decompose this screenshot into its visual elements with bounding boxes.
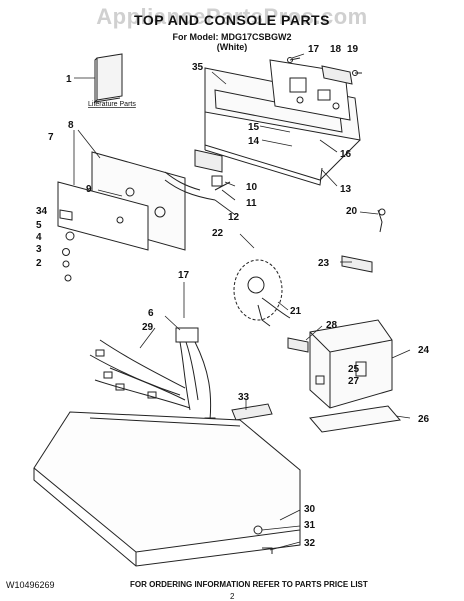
callout-22: 22 xyxy=(212,228,224,239)
callout-24: 24 xyxy=(418,345,430,356)
callout-26: 26 xyxy=(418,414,430,425)
callout-12: 12 xyxy=(228,212,240,223)
callout-6: 6 xyxy=(148,308,154,319)
callout-13: 13 xyxy=(340,184,352,195)
console-front-panel xyxy=(57,151,186,251)
callout-2: 2 xyxy=(36,258,42,269)
callout-17b: 17 xyxy=(178,270,190,281)
callout-7: 7 xyxy=(48,132,54,143)
wire-harness xyxy=(89,327,216,427)
callout-18: 18 xyxy=(330,44,342,55)
color-line: (White) xyxy=(216,42,248,52)
callout-32: 32 xyxy=(304,538,316,549)
callout-4: 4 xyxy=(36,232,42,243)
callout-34: 34 xyxy=(36,206,48,217)
callout-11: 11 xyxy=(246,198,257,209)
switch-group xyxy=(233,259,291,327)
control-cabinet xyxy=(309,319,393,409)
watermark: AppliancePartsPros.com xyxy=(96,4,368,29)
document-number: W10496269 xyxy=(6,580,55,590)
dryer-top xyxy=(33,411,301,567)
callout-20: 20 xyxy=(346,206,358,217)
literature-label: Literature Parts xyxy=(88,101,136,108)
callout-28: 28 xyxy=(326,320,338,331)
callout-labels: 1 2 3 4 5 6 7 8 9 10 11 12 13 14 15 16 1… xyxy=(36,44,430,549)
control-board xyxy=(287,209,383,353)
callout-29: 29 xyxy=(142,322,154,333)
callout-9: 9 xyxy=(86,184,92,195)
callout-10: 10 xyxy=(246,182,258,193)
callout-33: 33 xyxy=(238,392,250,403)
bracket-and-screw xyxy=(287,57,362,85)
callout-30: 30 xyxy=(304,504,316,515)
callout-35: 35 xyxy=(192,62,204,73)
leader-lines xyxy=(73,53,411,551)
callout-1: 1 xyxy=(66,74,72,85)
callout-31: 31 xyxy=(304,520,316,531)
callout-15: 15 xyxy=(248,122,260,133)
page-number: 2 xyxy=(230,592,235,601)
callout-27: 27 xyxy=(348,376,360,387)
page-title: TOP AND CONSOLE PARTS xyxy=(134,12,330,28)
model-line: For Model: MDG17CSBGW2 xyxy=(172,32,292,42)
callout-8: 8 xyxy=(68,120,74,131)
callout-25: 25 xyxy=(348,364,360,375)
callout-14: 14 xyxy=(248,136,260,147)
literature-booklet: Literature Parts xyxy=(88,53,136,108)
callout-3: 3 xyxy=(36,244,42,255)
mounting-plates xyxy=(231,403,401,433)
knob-parts xyxy=(59,209,75,282)
callout-16: 16 xyxy=(340,149,352,160)
callout-5: 5 xyxy=(36,220,42,231)
callout-23: 23 xyxy=(318,258,330,269)
callout-19: 19 xyxy=(347,44,359,55)
callout-17: 17 xyxy=(308,44,320,55)
callout-21: 21 xyxy=(290,306,302,317)
ordering-note: FOR ORDERING INFORMATION REFER TO PARTS … xyxy=(130,580,368,589)
